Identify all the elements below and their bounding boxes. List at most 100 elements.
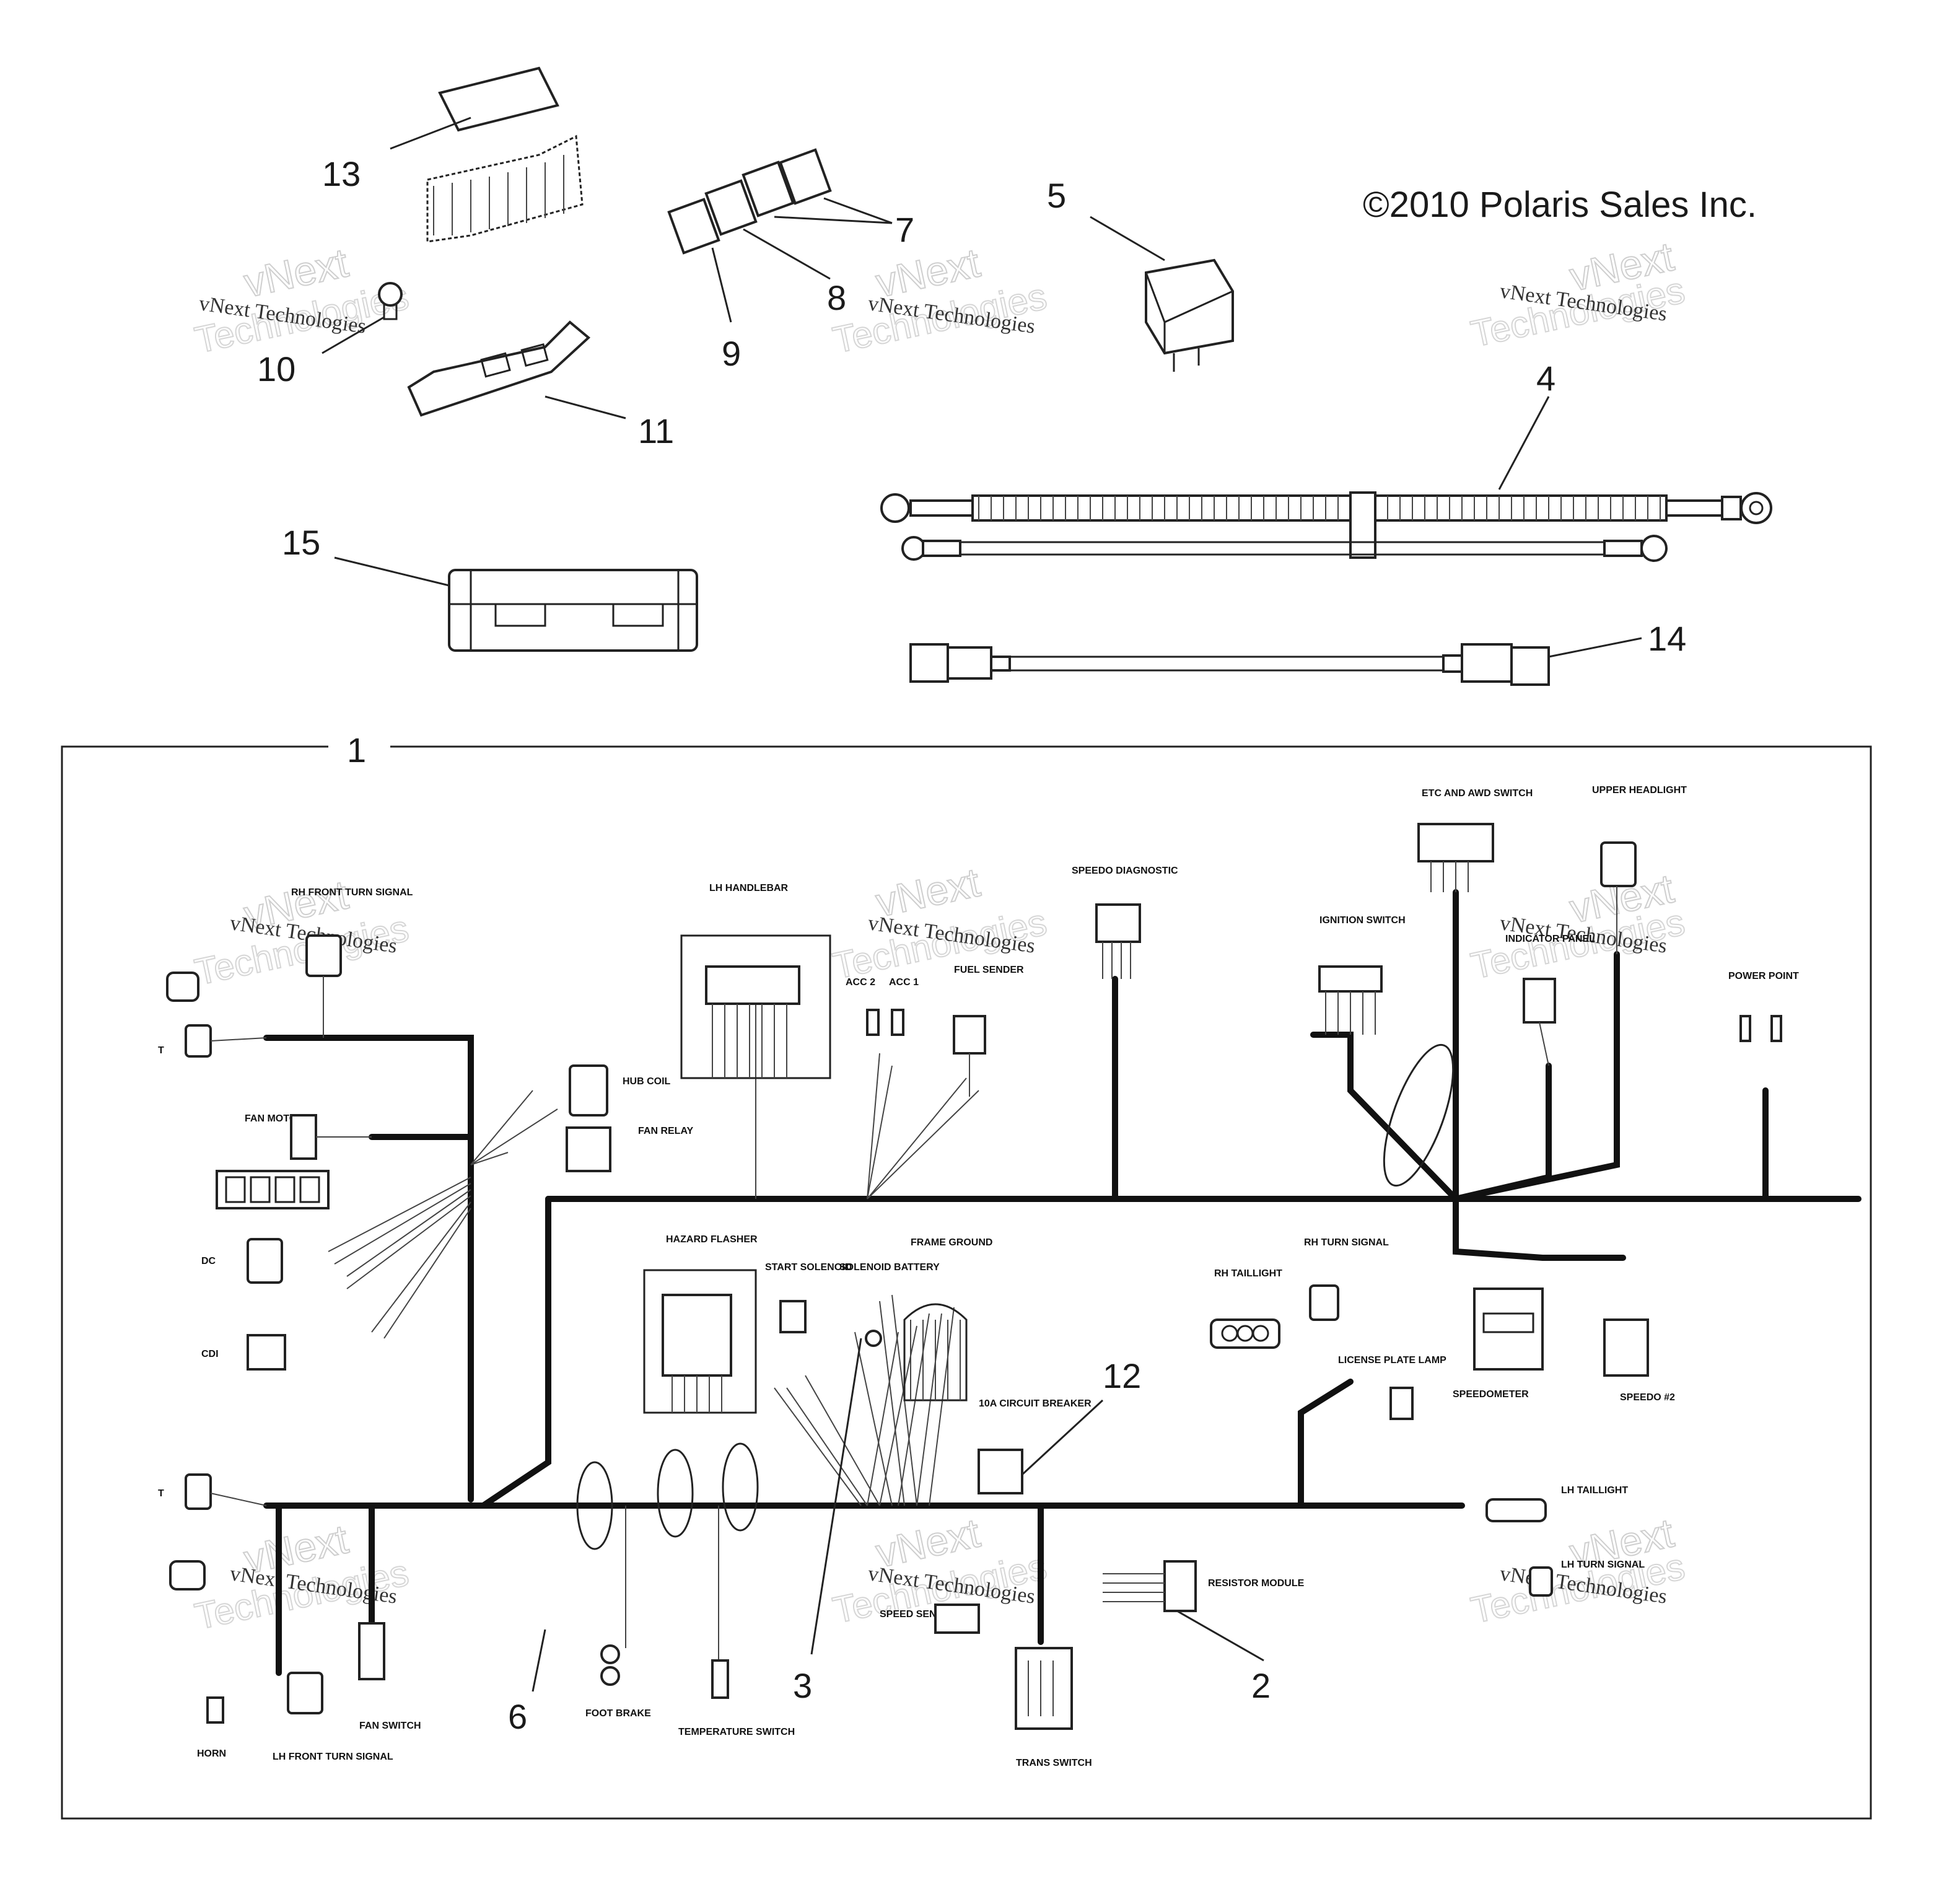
label-temperature-switch: TEMPERATURE SWITCH <box>678 1727 795 1737</box>
label-upper-headlight: UPPER HEADLIGHT <box>1592 785 1687 796</box>
connector-acc: ACC 2 ACC 1 <box>846 977 919 1036</box>
connector-etc-awd-switch: ETC AND AWD SWITCH <box>1417 788 1533 892</box>
label-license-plate-lamp: LICENSE PLATE LAMP <box>1338 1355 1446 1366</box>
label-start-solenoid: START SOLENOID <box>765 1262 852 1273</box>
connector-ignition-switch: IGNITION SWITCH <box>1318 915 1406 1035</box>
connector-license-plate-lamp: LICENSE PLATE LAMP <box>1338 1355 1446 1420</box>
connector-start-solenoid: START SOLENOID <box>765 1262 852 1333</box>
callout-2: 2 <box>1251 1666 1271 1705</box>
label-horn: HORN <box>197 1748 226 1759</box>
callout-12: 12 <box>1103 1356 1141 1395</box>
main-harness-trunk <box>263 889 1862 1676</box>
callout-13: 13 <box>322 154 361 193</box>
callout-5: 5 <box>1047 176 1066 215</box>
label-hub-coil: HUB COIL <box>623 1076 671 1087</box>
callout-3: 3 <box>793 1666 812 1705</box>
label-dc: DC <box>201 1256 216 1266</box>
part-15-clip: 15 <box>282 523 698 652</box>
label-lh-handlebar: LH HANDLEBAR <box>709 883 789 893</box>
label-t-upper: T <box>158 1045 164 1056</box>
label-rh-taillight: RH TAILLIGHT <box>1214 1268 1282 1279</box>
connector-speedometer: SPEEDOMETER <box>1453 1288 1544 1400</box>
label-speedo-diagnostic: SPEEDO DIAGNOSTIC <box>1072 866 1178 876</box>
label-lh-front-turn-signal: LH FRONT TURN SIGNAL <box>273 1752 393 1762</box>
label-fan-relay: FAN RELAY <box>638 1126 694 1136</box>
label-fan-motor: FAN MOTOR <box>245 1113 304 1124</box>
label-speedometer: SPEEDOMETER <box>1453 1389 1529 1400</box>
label-fuel-sender: FUEL SENDER <box>954 965 1024 975</box>
callout-11: 11 <box>638 411 674 450</box>
connector-rh-taillight: RH TAILLIGHT <box>1210 1268 1282 1349</box>
watermark-bottom-right: vNext Technologies vNext Technologies <box>1467 1509 1689 1631</box>
connector-fan-motor: FAN MOTOR <box>245 1113 372 1160</box>
connector-speedo-2: SPEEDO #2 <box>1603 1318 1675 1403</box>
connector-circuit-breaker: 10A CIRCUIT BREAKER 12 <box>978 1356 1141 1494</box>
connector-solenoid-battery: SOLENOID BATTERY <box>839 1262 940 1347</box>
part-11-bracket: 11 <box>407 320 674 450</box>
callout-8: 8 <box>827 278 846 317</box>
callout-4: 4 <box>1536 359 1555 398</box>
connector-speedo-diagnostic: SPEEDO DIAGNOSTIC <box>1072 866 1178 979</box>
watermark-mid-right: vNext Technologies vNext Technologies <box>1467 864 1689 987</box>
thin-wire-bundles <box>328 967 979 1506</box>
label-indicator-panel: INDICATOR PANEL <box>1505 934 1595 944</box>
harness-frame: 1 <box>61 730 1872 1820</box>
part-5-relay: 5 <box>1047 176 1234 372</box>
label-speedo-2: SPEEDO #2 <box>1620 1392 1675 1403</box>
connector-cdi: CDI <box>201 1334 286 1371</box>
label-cdi: CDI <box>201 1349 219 1359</box>
label-solenoid-battery: SOLENOID BATTERY <box>839 1262 940 1273</box>
part-7-8-9-fuses: 7 8 9 <box>667 148 914 373</box>
callout-14: 14 <box>1648 619 1686 658</box>
callout-10: 10 <box>257 349 295 388</box>
connector-dc: DC <box>201 1238 283 1284</box>
connector-temperature-switch: TEMPERATURE SWITCH <box>678 1506 795 1737</box>
connector-hub-coil: HUB COIL <box>569 1064 671 1117</box>
copyright-text: ©2010 Polaris Sales Inc. <box>1363 185 1757 225</box>
callouts-lower: 3 6 <box>508 1338 862 1736</box>
connector-foot-brake: FOOT BRAKE <box>585 1506 651 1719</box>
callout-15: 15 <box>282 523 320 562</box>
callout-6: 6 <box>508 1697 527 1736</box>
label-trans-switch: TRANS SWITCH <box>1016 1758 1092 1768</box>
part-14-adapter-harness: 14 <box>909 619 1686 686</box>
connector-power-point: POWER POINT <box>1728 971 1799 1042</box>
watermark-top-right: vNext Technologies vNext Technologies <box>1467 232 1689 355</box>
connector-trans-switch: TRANS SWITCH <box>1015 1647 1092 1768</box>
connector-speed-sensor: SPEED SENSOR <box>880 1603 980 1634</box>
connector-lh-turn-signal: LH TURN SIGNAL <box>1529 1560 1645 1597</box>
callout-7: 7 <box>895 210 914 249</box>
connector-resistor-module: RESISTOR MODULE 2 <box>1103 1560 1305 1705</box>
part-10-screw: 10 <box>257 282 403 388</box>
label-resistor-module: RESISTOR MODULE <box>1208 1578 1305 1589</box>
label-fan-switch: FAN SWITCH <box>359 1721 421 1731</box>
connector-hazard-flasher: HAZARD FLASHER <box>643 1234 758 1414</box>
part-4-battery-cables: 4 <box>880 359 1772 562</box>
connector-fan-relay: FAN RELAY <box>566 1126 694 1172</box>
connector-rh-front-turn-signal: RH FRONT TURN SIGNAL T <box>158 887 413 1058</box>
label-rh-turn-signal: RH TURN SIGNAL <box>1304 1237 1389 1248</box>
label-hazard-flasher: HAZARD FLASHER <box>666 1234 758 1245</box>
label-acc-2: ACC 2 <box>846 977 875 988</box>
watermark-top-center: vNext Technologies vNext Technologies <box>829 239 1051 361</box>
label-etc-awd-switch: ETC AND AWD SWITCH <box>1422 788 1533 799</box>
label-t-lower: T <box>158 1488 164 1499</box>
label-lh-taillight: LH TAILLIGHT <box>1561 1485 1628 1496</box>
connector-block-left <box>216 1170 330 1209</box>
watermark-top-left: vNext Technologies vNext Technologies <box>191 239 413 361</box>
label-circuit-breaker: 10A CIRCUIT BREAKER <box>979 1398 1092 1409</box>
connector-upper-headlight: UPPER HEADLIGHT <box>1592 785 1687 954</box>
part-13-fuse-box: 13 <box>322 66 584 243</box>
callout-1: 1 <box>347 730 366 770</box>
callout-9: 9 <box>722 334 741 373</box>
connector-rh-turn-signal: RH TURN SIGNAL <box>1304 1237 1389 1321</box>
connector-fuel-sender: FUEL SENDER <box>953 965 1024 1097</box>
label-ignition-switch: IGNITION SWITCH <box>1319 915 1406 926</box>
label-foot-brake: FOOT BRAKE <box>585 1708 651 1719</box>
connector-lh-taillight: LH TAILLIGHT <box>1485 1485 1628 1522</box>
watermark-bottom-left: vNext Technologies vNext Technologies <box>191 1515 413 1638</box>
fuse-box-cover <box>438 66 559 132</box>
label-lh-turn-signal: LH TURN SIGNAL <box>1561 1560 1645 1570</box>
label-power-point: POWER POINT <box>1728 971 1799 981</box>
